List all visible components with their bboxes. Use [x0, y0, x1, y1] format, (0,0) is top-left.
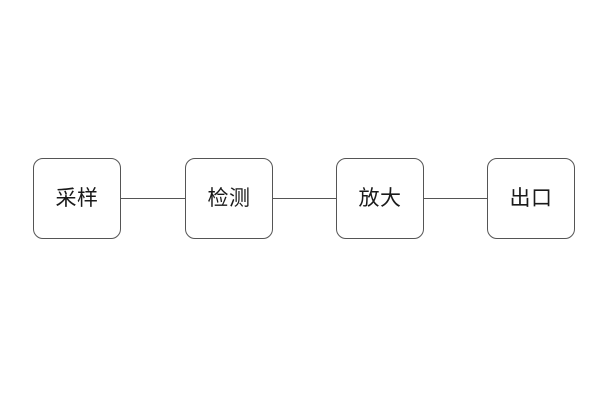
node-amplification[interactable]: 放大 [336, 158, 424, 239]
node-outlet-label: 出口 [509, 186, 553, 210]
node-outlet[interactable]: 出口 [487, 158, 575, 239]
node-sampling-label: 采样 [55, 186, 99, 210]
connector-amplification-to-outlet [424, 198, 487, 199]
node-amplification-label: 放大 [358, 186, 402, 210]
connector-sampling-to-detection [121, 198, 185, 199]
node-sampling[interactable]: 采样 [33, 158, 121, 239]
node-detection-label: 检测 [207, 186, 251, 210]
node-detection[interactable]: 检测 [185, 158, 273, 239]
connector-detection-to-amplification [273, 198, 336, 199]
flow-diagram: 采样 检测 放大 出口 [0, 158, 600, 240]
